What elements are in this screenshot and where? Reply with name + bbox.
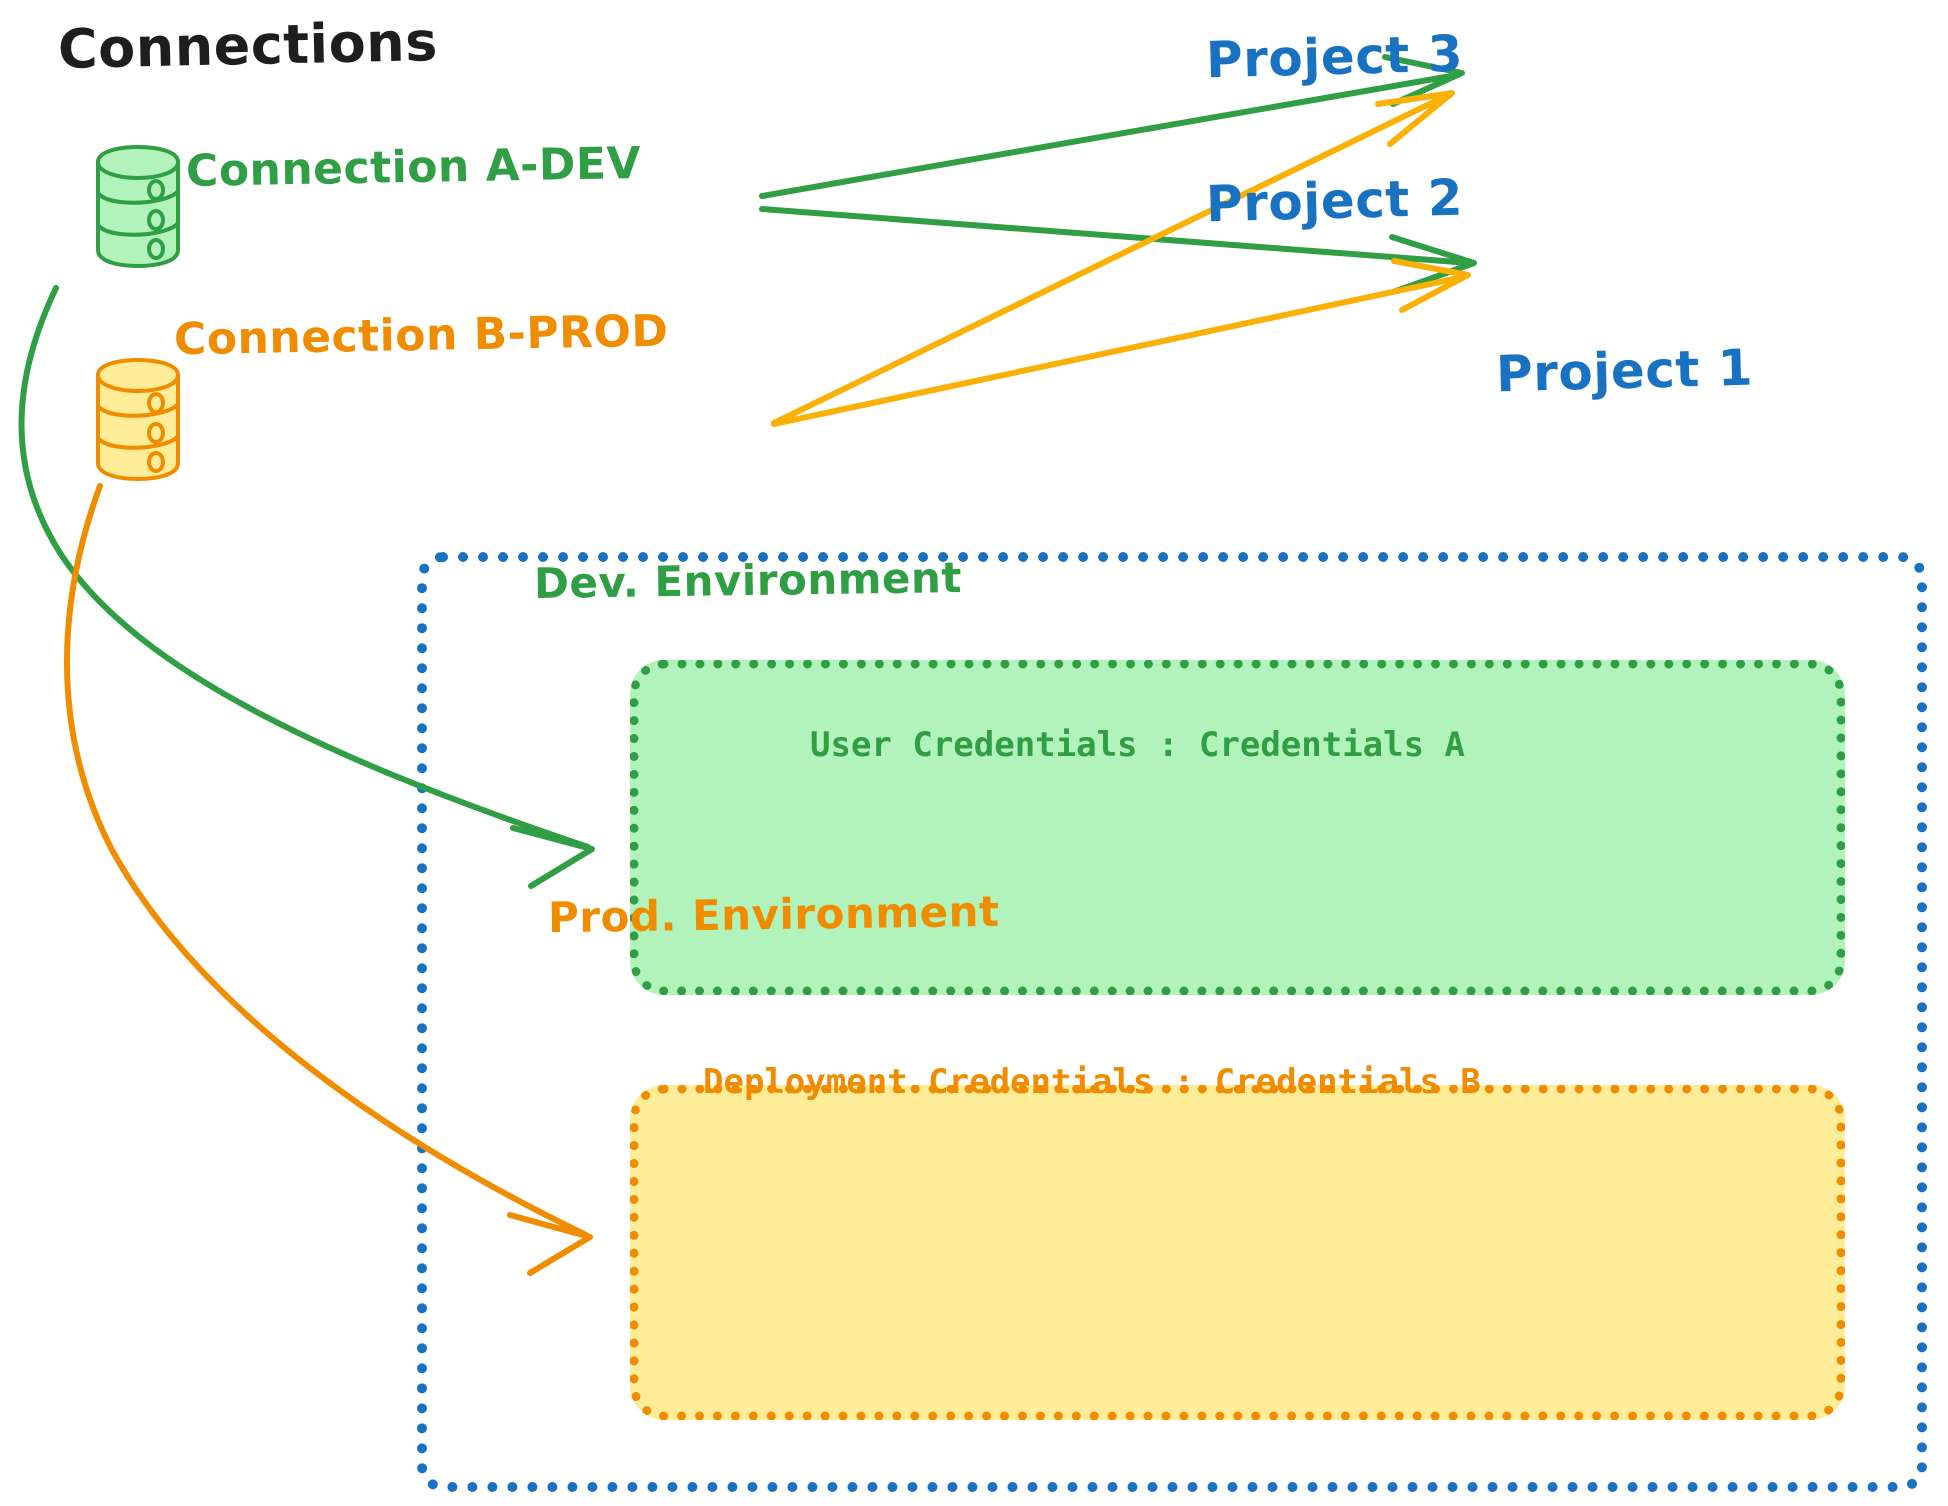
dev-environment-title: Dev. Environment bbox=[533, 553, 963, 608]
database-icon-connection-b[interactable] bbox=[88, 355, 188, 489]
database-icon-connection-a[interactable] bbox=[88, 142, 188, 276]
project-2-label: Project 2 bbox=[1205, 168, 1464, 234]
dev-environment-credentials: User Credentials : Credentials A bbox=[810, 725, 1466, 765]
page-title: Connections bbox=[57, 10, 439, 81]
edge-connection-b-to-project-3 bbox=[771, 90, 1455, 426]
connection-b-label: Connection B-PROD bbox=[173, 305, 669, 366]
prod-environment-title: Prod. Environment bbox=[547, 886, 1000, 943]
dev-environment-box bbox=[630, 660, 1845, 995]
project-3-label: Project 3 bbox=[1205, 24, 1464, 90]
prod-environment-credentials: Deployment Credentials : Credentials B bbox=[703, 1062, 1481, 1102]
edge-connection-b-to-project-2 bbox=[771, 258, 1471, 427]
prod-environment-box bbox=[630, 1085, 1845, 1420]
project-1-label: Project 1 bbox=[1495, 338, 1754, 404]
connection-a-label: Connection A-DEV bbox=[185, 138, 642, 197]
